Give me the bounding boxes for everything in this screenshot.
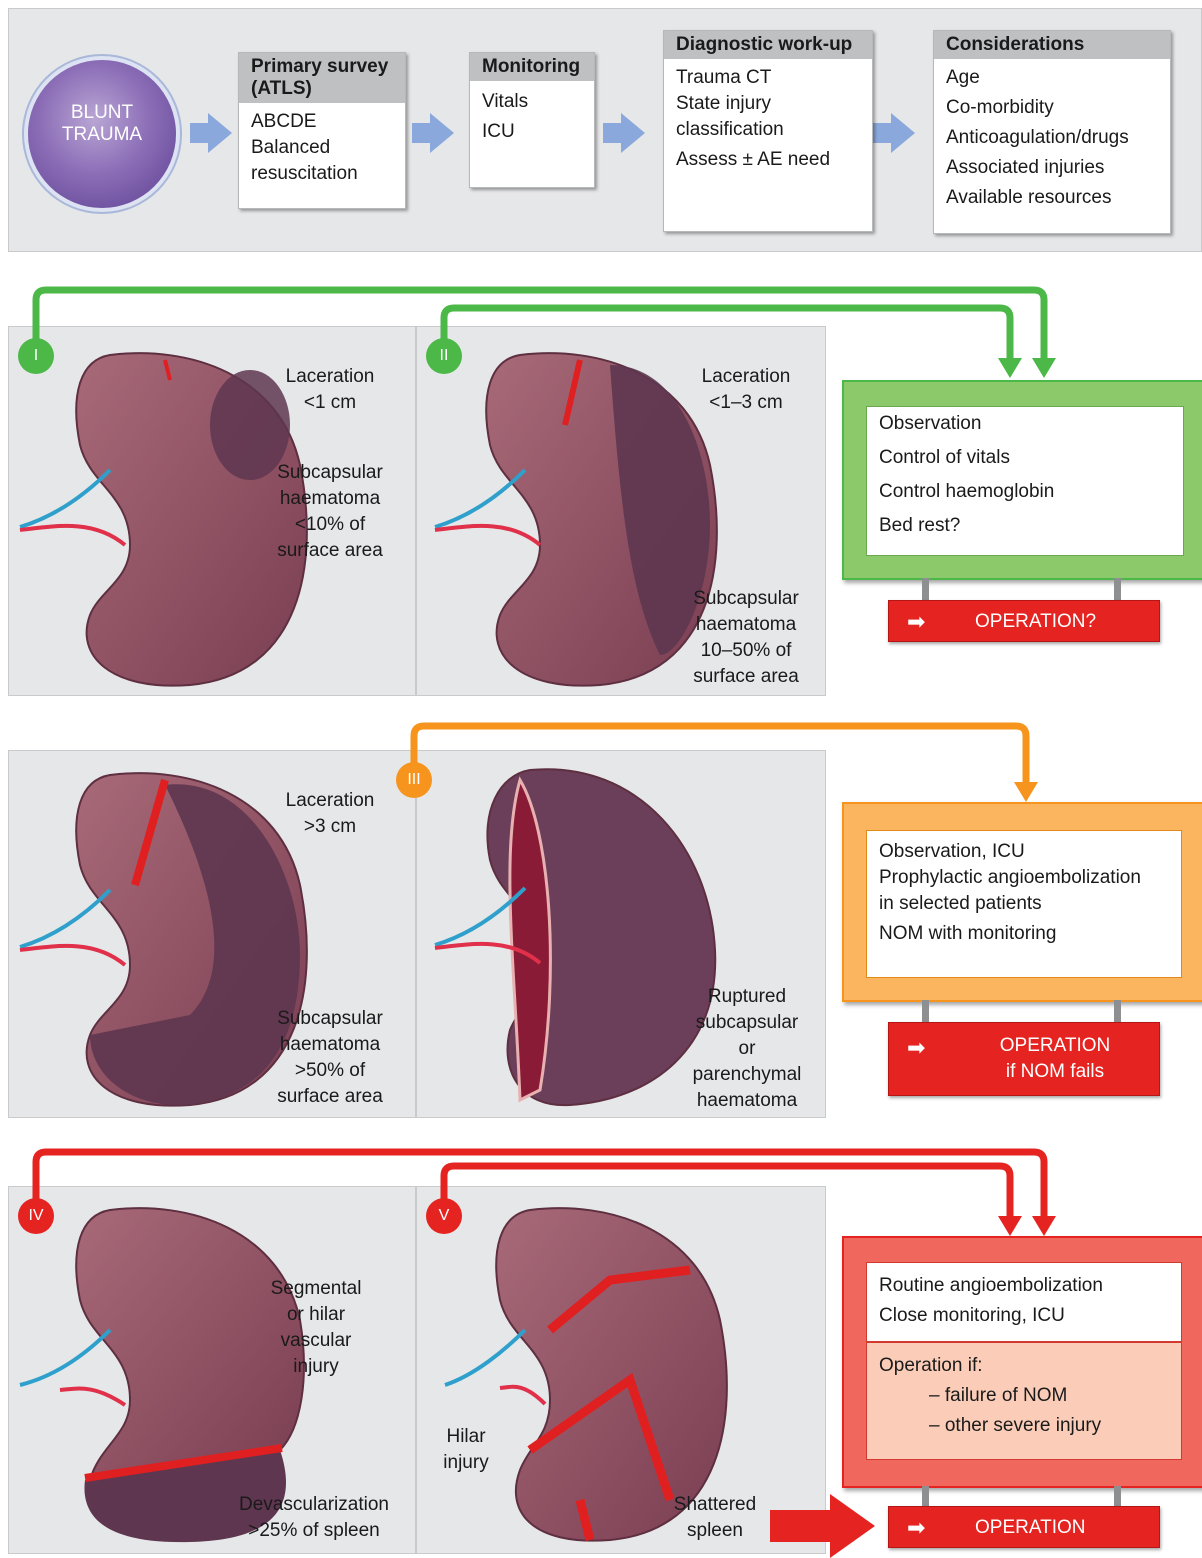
label: Shattered [660, 1492, 770, 1518]
label: haematoma [676, 1088, 818, 1114]
label: Laceration [668, 364, 824, 390]
label: Segmental [246, 1276, 386, 1302]
management-item: Operation if: [867, 1351, 1181, 1381]
label: Subcapsular [668, 586, 824, 612]
label: surface area [668, 664, 824, 690]
label: Laceration [250, 364, 410, 390]
white-arrow-icon: ➡ [907, 609, 925, 635]
management-item: Observation, ICU [867, 839, 1181, 865]
operation-arrow-icon [770, 1494, 875, 1558]
label: Devascularization [214, 1492, 414, 1518]
post [922, 1000, 929, 1022]
grade-badge-2: II [426, 338, 462, 374]
label: Hilar [426, 1424, 506, 1450]
post [1114, 1000, 1121, 1022]
red-management-box: Routine angioembolization Close monitori… [842, 1236, 1202, 1488]
green-management-box: Observation Control of vitals Control ha… [842, 380, 1202, 580]
operation-if-nom-fails-badge: ➡ OPERATION if NOM fails [888, 1022, 1160, 1096]
white-arrow-icon: ➡ [907, 1035, 925, 1061]
management-item: Routine angioembolization [867, 1271, 1181, 1301]
label: <10% of [250, 512, 410, 538]
label: injury [426, 1450, 506, 1476]
label: vascular [246, 1328, 386, 1354]
post [922, 1486, 929, 1506]
grade3b-ruptured: Ruptured subcapsular or parenchymal haem… [676, 984, 818, 1114]
label: OPERATION [975, 1033, 1135, 1059]
label: injury [246, 1354, 386, 1380]
management-item: NOM with monitoring [867, 921, 1181, 947]
grade1-laceration: Laceration <1 cm [250, 364, 410, 416]
post [1114, 1486, 1121, 1506]
label: spleen [660, 1518, 770, 1544]
label: >3 cm [250, 814, 410, 840]
label: >25% of spleen [214, 1518, 414, 1544]
grade2-haematoma: Subcapsular haematoma 10–50% of surface … [668, 586, 824, 690]
label: <1–3 cm [668, 390, 824, 416]
label: Subcapsular [250, 1006, 410, 1032]
red-management-content: Routine angioembolization Close monitori… [866, 1262, 1182, 1342]
label: Ruptured [676, 984, 818, 1010]
label: if NOM fails [975, 1059, 1135, 1085]
grade3a-laceration: Laceration >3 cm [250, 788, 410, 840]
management-item: in selected patients [867, 891, 1181, 917]
operation-badge: ➡ OPERATION [888, 1506, 1160, 1548]
management-item: – failure of NOM [867, 1381, 1181, 1411]
label: haematoma [250, 486, 410, 512]
operation-conditions: Operation if: – failure of NOM – other s… [866, 1342, 1182, 1460]
grade4-vascular-injury: Segmental or hilar vascular injury [246, 1276, 386, 1380]
orange-management-content: Observation, ICU Prophylactic angioembol… [866, 830, 1182, 978]
label: 10–50% of [668, 638, 824, 664]
label: subcapsular [676, 1010, 818, 1036]
label: >50% of [250, 1058, 410, 1084]
operation-question-label: OPERATION? [975, 611, 1096, 633]
grade-badge-4: IV [18, 1198, 54, 1234]
label: <1 cm [250, 390, 410, 416]
label: surface area [250, 1084, 410, 1110]
management-item: Prophylactic angioembolization [867, 865, 1181, 891]
label: or hilar [246, 1302, 386, 1328]
white-arrow-icon: ➡ [907, 1515, 925, 1541]
label: or [676, 1036, 818, 1062]
operation-question-badge: ➡ OPERATION? [888, 600, 1160, 642]
grade3a-haematoma: Subcapsular haematoma >50% of surface ar… [250, 1006, 410, 1110]
grade1-haematoma: Subcapsular haematoma <10% of surface ar… [250, 460, 410, 564]
grade4-devascularization: Devascularization >25% of spleen [214, 1492, 414, 1544]
label: haematoma [250, 1032, 410, 1058]
management-item: – other severe injury [867, 1411, 1181, 1441]
management-item: Control haemoglobin [867, 475, 1183, 509]
label: surface area [250, 538, 410, 564]
management-item: Observation [867, 407, 1183, 441]
grade-badge-1: I [18, 338, 54, 374]
orange-management-box: Observation, ICU Prophylactic angioembol… [842, 802, 1202, 1002]
label: haematoma [668, 612, 824, 638]
grade5-shattered: Shattered spleen [660, 1492, 770, 1544]
post [1114, 578, 1121, 600]
label: Laceration [250, 788, 410, 814]
label: parenchymal [676, 1062, 818, 1088]
operation-if-nom-fails-label: OPERATION if NOM fails [975, 1033, 1135, 1085]
label: Subcapsular [250, 460, 410, 486]
green-management-content: Observation Control of vitals Control ha… [866, 406, 1184, 556]
grade2-laceration: Laceration <1–3 cm [668, 364, 824, 416]
management-item: Control of vitals [867, 441, 1183, 475]
post [922, 578, 929, 600]
spleen-grade5 [496, 1208, 727, 1540]
management-item: Bed rest? [867, 509, 1183, 543]
operation-label: OPERATION [975, 1517, 1086, 1539]
grade5-hilar-injury: Hilar injury [426, 1424, 506, 1476]
management-item: Close monitoring, ICU [867, 1301, 1181, 1331]
grade-badge-5: V [426, 1198, 462, 1234]
